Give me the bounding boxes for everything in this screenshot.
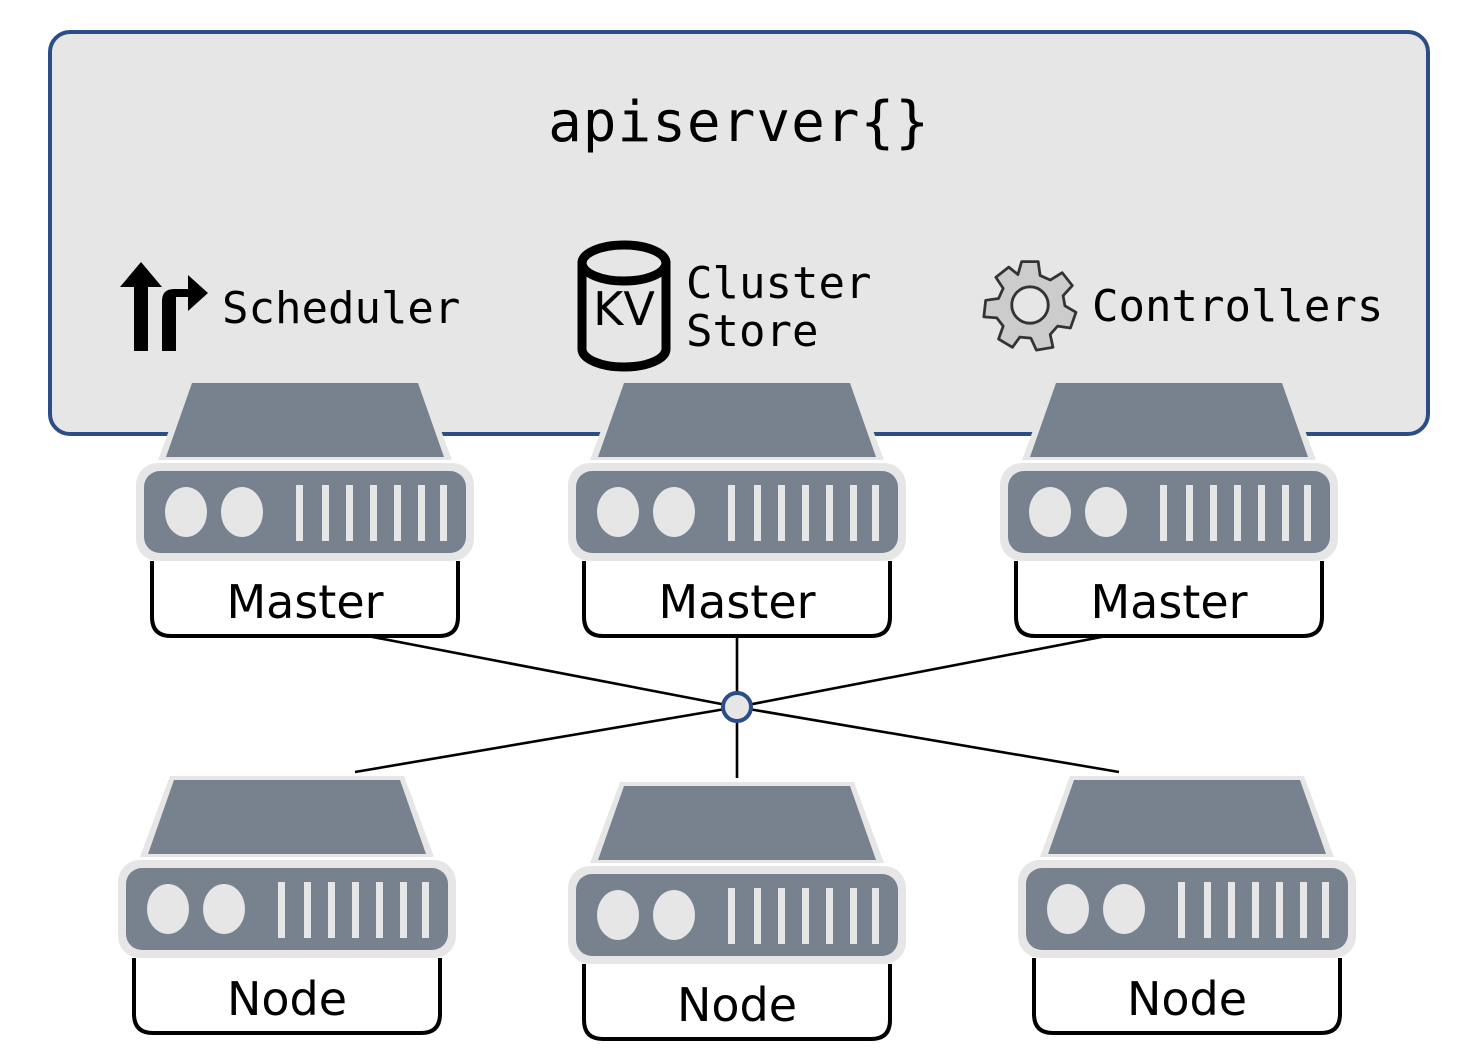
name-plate [582,964,892,1041]
component-label-cluster-store: Cluster Store [686,258,872,357]
server-master-3[interactable]: Master [994,375,1344,638]
control-plane-components: Scheduler KV Cluster Store [52,239,1426,389]
component-controllers[interactable]: Controllers [982,257,1383,357]
server-label-master-3: Master [1090,575,1248,629]
component-cluster-store[interactable]: KV Cluster Store [576,239,871,377]
link-junction-node-3 [736,705,1120,774]
name-plate [150,561,460,638]
server-label-node-3: Node [1126,972,1248,1026]
server-node-2[interactable]: Node [562,778,912,1041]
name-plate [132,958,442,1035]
page-title: apiserver{} [548,90,930,155]
server-node-3[interactable]: Node [1012,772,1362,1035]
control-plane-container: apiserver{} Scheduler [48,30,1430,436]
link-junction-node-1 [354,705,738,774]
server-master-2[interactable]: Master [562,375,912,638]
server-master-1[interactable]: Master [130,375,480,638]
server-label-node-1: Node [226,972,348,1026]
component-label-scheduler: Scheduler [222,283,461,334]
component-scheduler[interactable]: Scheduler [112,259,460,359]
server-label-master-1: Master [226,575,384,629]
component-label-controllers: Controllers [1092,281,1384,332]
server-label-master-2: Master [658,575,816,629]
database-cylinder-icon: KV [576,239,672,377]
name-plate [1014,561,1324,638]
name-plate [1032,958,1342,1035]
scheduler-arrows-icon [112,259,208,359]
database-icon-text: KV [593,282,655,336]
network-junction[interactable] [721,691,753,723]
server-label-node-2: Node [676,978,798,1032]
name-plate [582,561,892,638]
gear-icon [982,257,1078,357]
server-node-1[interactable]: Node [112,772,462,1035]
